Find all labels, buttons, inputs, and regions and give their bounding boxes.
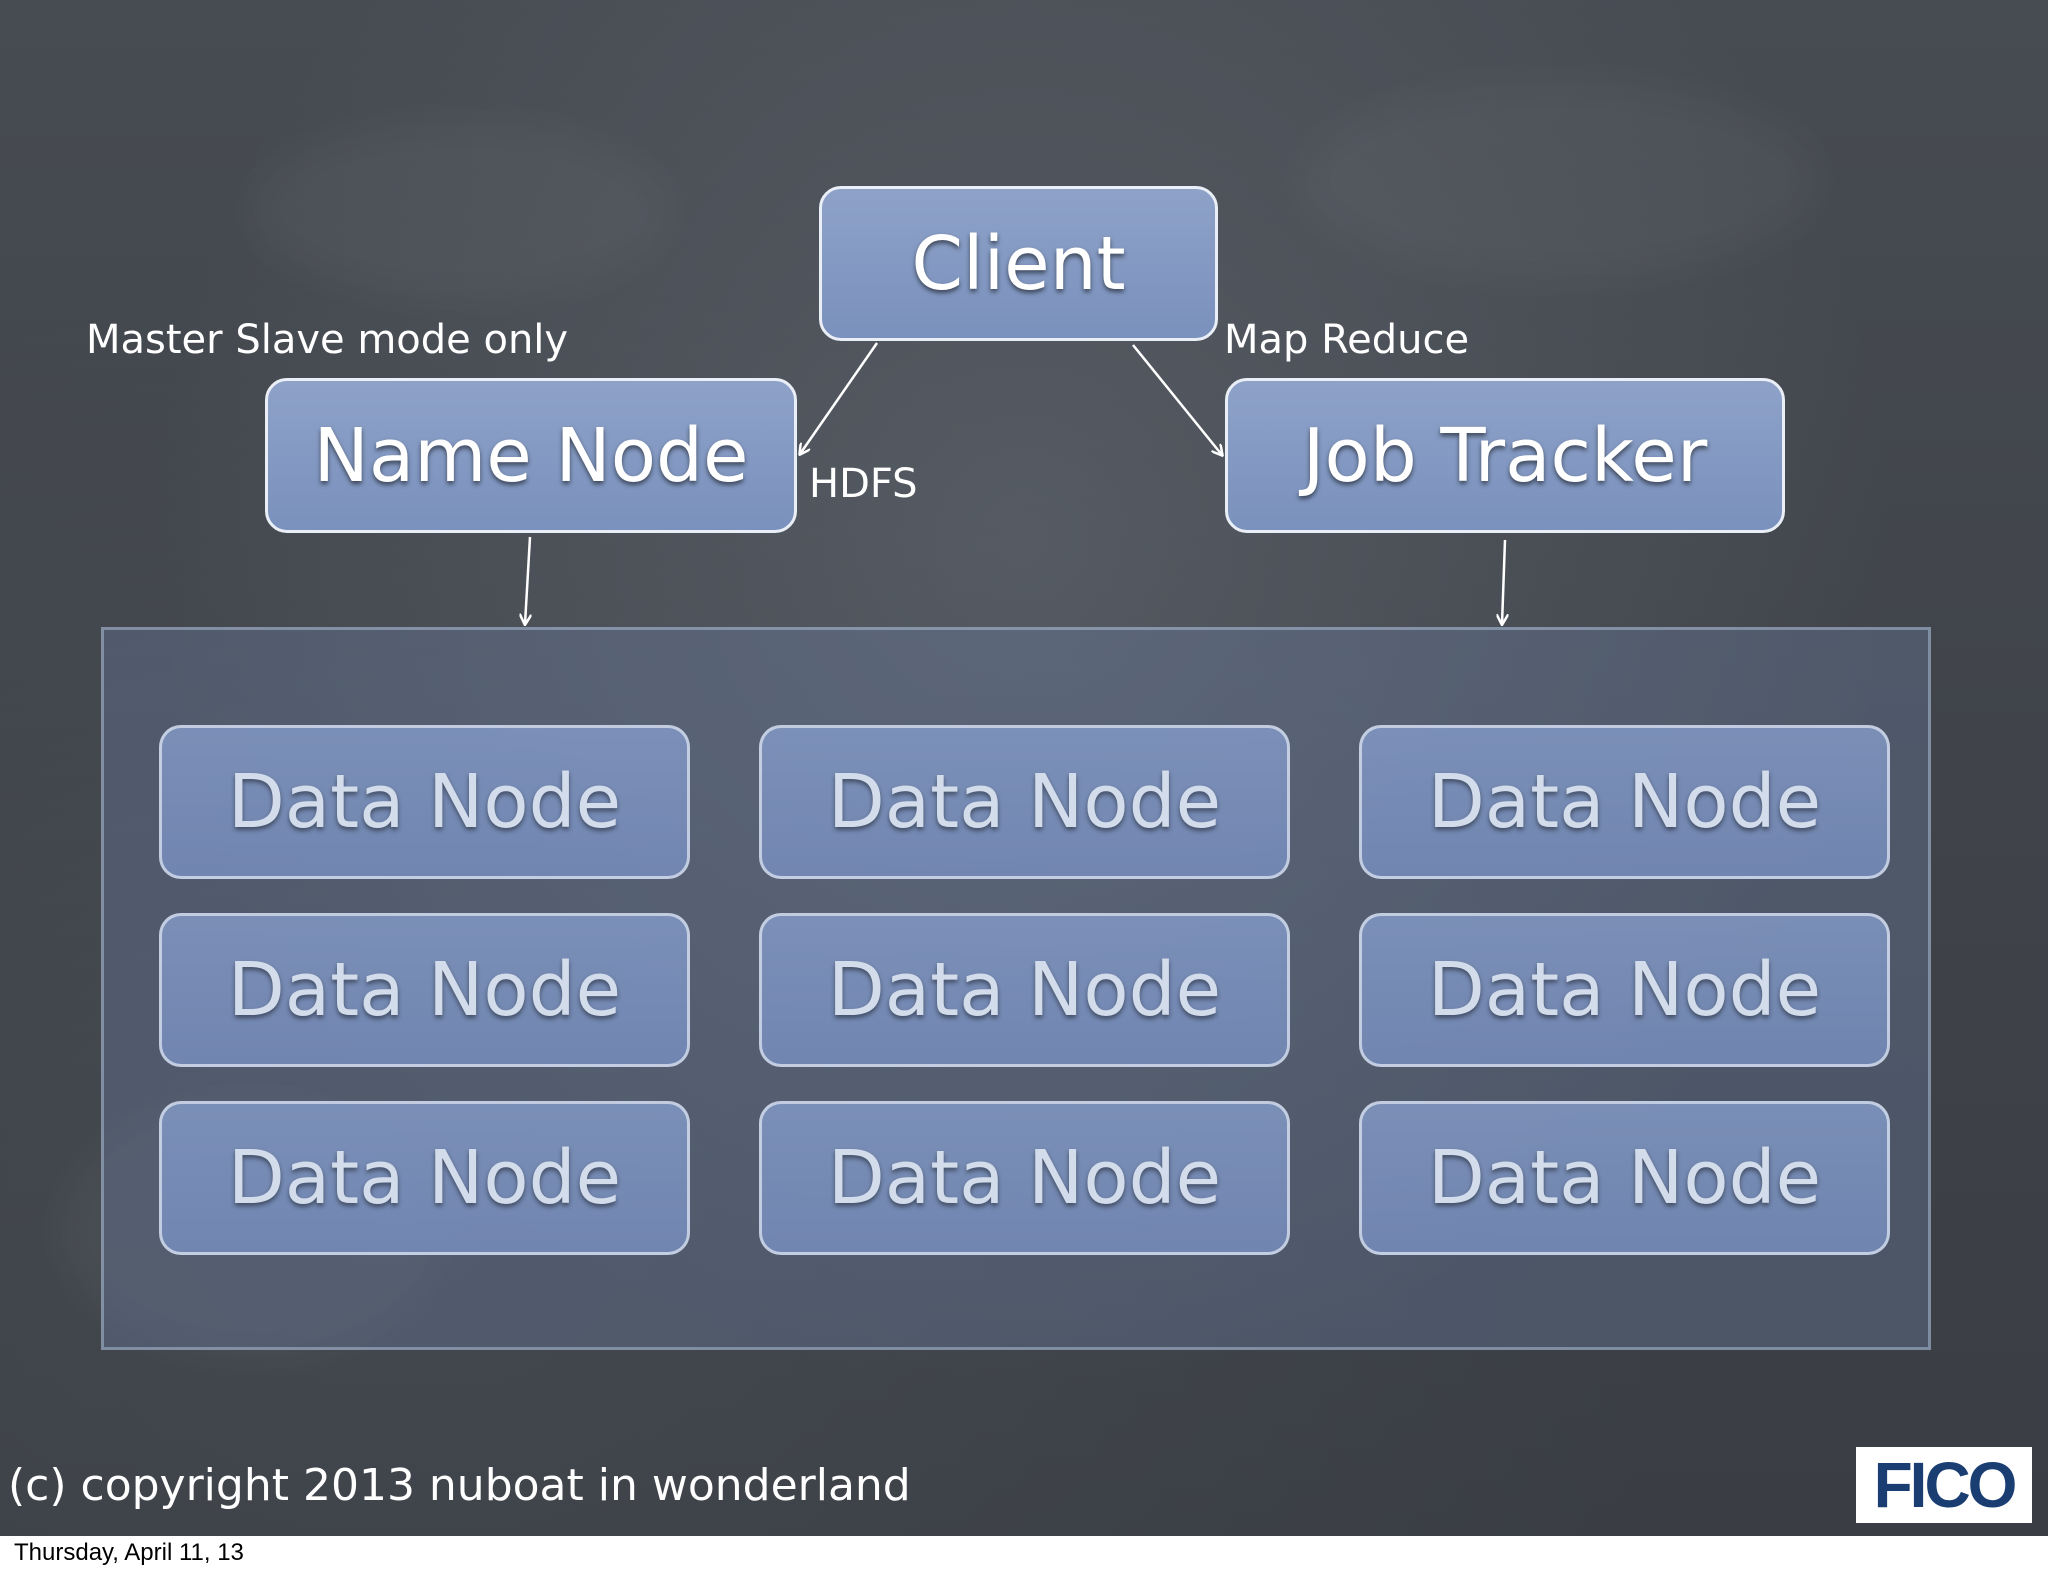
chalk-smudge: [250, 120, 670, 300]
data-node-box: Data Node: [1359, 725, 1890, 879]
data-node-box: Data Node: [759, 725, 1290, 879]
client-box: Client: [819, 186, 1218, 341]
slide-canvas: Data Node Data Node Data Node Data Node …: [0, 0, 2048, 1536]
data-node-box: Data Node: [1359, 913, 1890, 1067]
data-node-box: Data Node: [1359, 1101, 1890, 1255]
client-to-name-node-arrow: [800, 342, 879, 454]
copyright-text: (c) copyright 2013 nuboat in wonderland: [8, 1460, 911, 1511]
chalk-smudge: [1300, 80, 1820, 280]
hdfs-note: HDFS: [809, 461, 918, 507]
date-footer: Thursday, April 11, 13: [14, 1539, 244, 1566]
data-node-box: Data Node: [159, 725, 690, 879]
name-node-box: Name Node: [265, 378, 797, 533]
data-node-box: Data Node: [759, 913, 1290, 1067]
job-tracker-box: Job Tracker: [1225, 378, 1785, 533]
data-node-box: Data Node: [159, 1101, 690, 1255]
job-tracker-to-cluster-arrow: [1502, 539, 1505, 624]
map-reduce-note: Map Reduce: [1224, 317, 1470, 363]
master-slave-note: Master Slave mode only: [86, 317, 569, 363]
name-node-to-cluster-arrow: [525, 536, 530, 624]
data-node-box: Data Node: [159, 913, 690, 1067]
data-node-cluster: Data Node Data Node Data Node Data Node …: [101, 627, 1931, 1350]
fico-logo-text: FICO: [1873, 1449, 2018, 1521]
data-node-box: Data Node: [759, 1101, 1290, 1255]
client-to-job-tracker-arrow: [1132, 344, 1222, 455]
fico-logo: FICO: [1856, 1447, 2032, 1523]
